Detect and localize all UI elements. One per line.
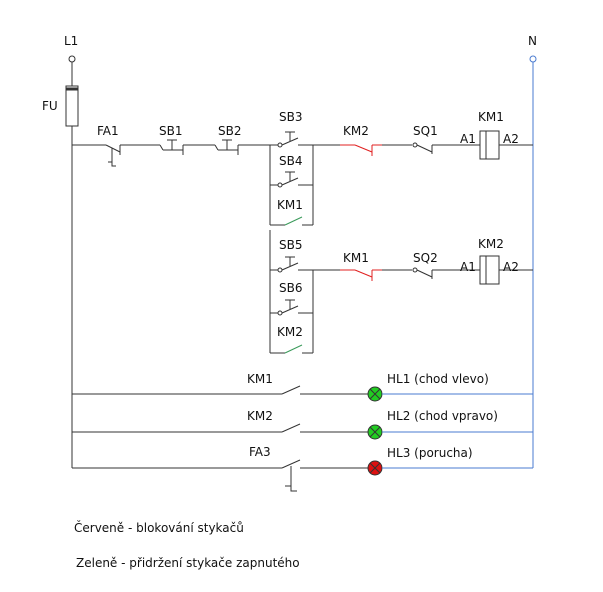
- km2-interlock-contact: [340, 144, 382, 156]
- label-km2-hold: KM2: [277, 325, 303, 339]
- label-hl1: HL1 (chod vlevo): [387, 372, 489, 386]
- label-fu: FU: [42, 99, 58, 113]
- km2-coil: [479, 255, 500, 285]
- label-sq2: SQ2: [413, 251, 438, 265]
- label-km2-interlock: KM2: [343, 124, 369, 138]
- label-km2-a1: A1: [460, 260, 476, 274]
- label-sb6: SB6: [279, 281, 302, 295]
- label-km1-a1: A1: [460, 132, 476, 146]
- label-sb5: SB5: [279, 238, 302, 252]
- sq1-contact: [412, 142, 480, 154]
- sb6-contact: [270, 299, 313, 316]
- label-fa3: FA3: [249, 445, 271, 459]
- label-sb2: SB2: [218, 124, 241, 138]
- km2-signal-contact: [281, 423, 368, 433]
- sb3-contact: [270, 131, 313, 148]
- label-n: N: [528, 34, 537, 48]
- hl1-lamp: [367, 386, 383, 402]
- sq2-contact: [412, 267, 480, 279]
- hl3-lamp: [367, 460, 383, 476]
- label-km2-coil: KM2: [478, 237, 504, 251]
- km2-holding-contact: [270, 344, 313, 354]
- label-km1-coil: KM1: [478, 110, 504, 124]
- label-sb3: SB3: [279, 110, 302, 124]
- label-km1-interlock: KM1: [343, 251, 369, 265]
- label-km2-signal: KM2: [247, 409, 273, 423]
- label-hl2: HL2 (chod vpravo): [387, 409, 498, 423]
- sb2-contact: [214, 139, 270, 155]
- label-sq1: SQ1: [413, 124, 438, 138]
- legend-green: Zeleně - přidržení stykače zapnutého: [76, 556, 300, 570]
- sb4-contact: [270, 171, 313, 188]
- label-km2-a2: A2: [503, 260, 519, 274]
- l1-terminal: [68, 55, 76, 63]
- n-terminal: [529, 55, 537, 63]
- label-km1-signal: KM1: [247, 372, 273, 386]
- label-km1-a2: A2: [503, 132, 519, 146]
- hl2-lamp: [367, 424, 383, 440]
- legend-red: Červeně - blokování stykačů: [74, 520, 244, 535]
- label-l1: L1: [64, 34, 78, 48]
- label-sb1: SB1: [159, 124, 182, 138]
- label-fa1: FA1: [97, 124, 119, 138]
- fa3-contact: [281, 459, 368, 492]
- sb5-contact: [270, 256, 313, 273]
- fa1-contact: [100, 144, 160, 167]
- km1-signal-contact: [281, 385, 368, 395]
- label-hl3: HL3 (porucha): [387, 446, 473, 460]
- label-sb4: SB4: [279, 154, 302, 168]
- fuse-fu: [65, 85, 79, 127]
- km1-coil: [479, 130, 500, 160]
- sb1-contact: [159, 139, 215, 155]
- km1-holding-contact: [270, 216, 313, 226]
- km1-interlock-contact: [340, 269, 382, 281]
- label-km1-hold: KM1: [277, 198, 303, 212]
